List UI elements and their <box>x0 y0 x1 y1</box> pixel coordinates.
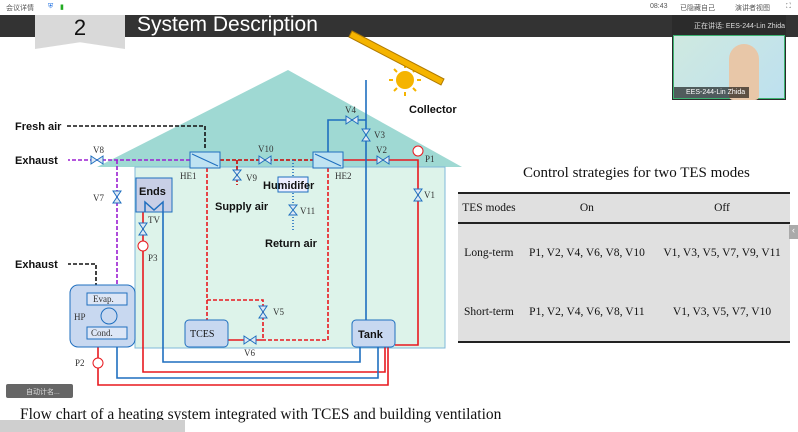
valve-v10-icon <box>258 155 272 165</box>
collector-label: Collector <box>409 104 457 116</box>
evaporator-box <box>86 292 128 306</box>
slide-number: 2 <box>35 15 125 49</box>
tv-label: TV <box>148 215 160 225</box>
ends-box <box>135 177 173 213</box>
radiator-icon <box>144 200 164 212</box>
tank-label: Tank <box>358 329 384 341</box>
v11-label: V11 <box>300 206 315 216</box>
roof <box>97 70 462 167</box>
supply-air-label: Supply air <box>215 201 269 213</box>
table-cell: P1, V2, V4, V6, V8, V11 <box>519 282 655 343</box>
exhaust-line <box>68 159 190 293</box>
figure-caption: Flow chart of a heating system integrate… <box>20 406 502 423</box>
valve-v9-icon <box>231 169 243 181</box>
page-title: System Description <box>137 13 318 36</box>
valve-v8-icon <box>90 155 104 165</box>
hp-exhaust-label: Exhaust <box>15 259 58 271</box>
p1-label: P1 <box>425 154 435 164</box>
valve-v6-icon <box>243 335 257 345</box>
table-row: Short-term P1, V2, V4, V6, V8, V11 V1, V… <box>458 282 790 343</box>
table-cell: P1, V2, V4, V6, V8, V10 <box>528 247 645 260</box>
shield-icon: ⛨ <box>48 3 54 10</box>
compressor-icon <box>100 307 118 325</box>
valve-v2-icon <box>376 155 390 165</box>
meeting-top-bar: 会议详情 ⛨ ▮ 08:43 已隐藏自己 演讲者视图 ⛶ <box>0 0 798 15</box>
v5-label: V5 <box>273 307 284 317</box>
hp-exhaust-line <box>68 263 97 293</box>
exhaust-label: Exhaust <box>15 155 58 167</box>
pump-p1-icon <box>412 145 424 157</box>
he2-label: HE2 <box>335 171 352 181</box>
valve-v1-icon <box>413 188 423 202</box>
evap-label: Evap. <box>93 294 114 304</box>
v3-label: V3 <box>374 130 385 140</box>
table-cell: V1, V3, V5, V7, V10 <box>654 282 790 343</box>
humidifier-label: Humidifer <box>263 180 315 192</box>
valve-v5-icon <box>258 305 268 319</box>
fullscreen-icon[interactable]: ⛶ <box>786 3 791 10</box>
control-strategy-table: TES modes On Off Long-term P1, V2, V4, V… <box>458 192 790 343</box>
v6-label: V6 <box>244 348 255 358</box>
valve-v7-icon <box>112 190 122 204</box>
slide-toolbar[interactable] <box>0 420 185 432</box>
table-header-row: TES modes On Off <box>458 192 790 224</box>
he2 <box>312 151 344 169</box>
table-cell: Long-term <box>464 247 514 260</box>
cond-label: Cond. <box>91 328 113 338</box>
table-cell: V1, V3, V5, V7, V9, V11 <box>663 247 781 260</box>
p2-label: P2 <box>75 358 85 368</box>
tces-loop-line <box>206 168 329 341</box>
solar-collector <box>348 30 445 86</box>
ends-label: Ends <box>139 186 166 198</box>
slide-header-bar <box>0 15 798 37</box>
interior <box>134 166 446 349</box>
header-cell: On <box>519 192 655 224</box>
hide-self-button[interactable]: 已隐藏自己 <box>680 5 715 12</box>
pump-p3-icon <box>137 240 149 252</box>
fresh-air-line <box>67 125 206 150</box>
he1-label: HE1 <box>180 171 197 181</box>
v2-label: V2 <box>376 145 387 155</box>
hp-cold-line <box>116 339 379 379</box>
table-title: Control strategies for two TES modes <box>523 165 750 181</box>
pump-p2-icon <box>92 357 104 369</box>
header-cell: TES modes <box>458 192 520 224</box>
valve-v11-icon <box>287 204 299 216</box>
table-row: Long-term P1, V2, V4, V6, V8, V10 V1, V3… <box>458 223 790 283</box>
humidifier-box <box>277 176 309 193</box>
timer: 08:43 <box>650 3 668 10</box>
auto-name-pill[interactable]: 自动计名... <box>6 384 73 398</box>
valve-v4-icon <box>345 115 359 125</box>
v7-label: V7 <box>93 193 104 203</box>
v8-label: V8 <box>93 145 104 155</box>
he1 <box>189 151 221 169</box>
ends-cold-line <box>162 212 361 363</box>
meeting-details-link[interactable]: 会议详情 <box>6 5 34 12</box>
return-air-label: Return air <box>265 238 318 250</box>
v1-label: V1 <box>424 190 435 200</box>
hp-label: HP <box>74 312 86 322</box>
condenser-box <box>86 326 128 340</box>
presenter-view-button[interactable]: 演讲者视图 <box>735 5 770 12</box>
side-panel-toggle[interactable]: ‹ <box>789 225 798 239</box>
video-feed: EES-244-Lin Zhida <box>673 35 785 100</box>
ends-hot-line <box>142 212 386 373</box>
fresh-air-label: Fresh air <box>15 121 62 133</box>
tces-label: TCES <box>190 329 214 340</box>
tank-box <box>351 319 396 348</box>
speaking-indicator: 正在讲话: EES-244-Lin Zhida <box>694 23 786 30</box>
speaker-video[interactable]: 正在讲话: EES-244-Lin Zhida EES-244-Lin Zhid… <box>672 15 786 100</box>
valve-tv-icon <box>138 222 148 236</box>
tces-box <box>184 319 229 348</box>
v4-label: V4 <box>345 105 356 115</box>
table-cell: Short-term <box>458 282 520 343</box>
participant-name: EES-244-Lin Zhida <box>674 87 750 98</box>
p3-label: P3 <box>148 253 158 263</box>
v9-label: V9 <box>246 173 257 183</box>
v10-label: V10 <box>258 144 274 154</box>
signal-icon: ▮ <box>60 4 64 11</box>
header-cell: Off <box>654 192 790 224</box>
valve-v3-icon <box>361 128 371 142</box>
